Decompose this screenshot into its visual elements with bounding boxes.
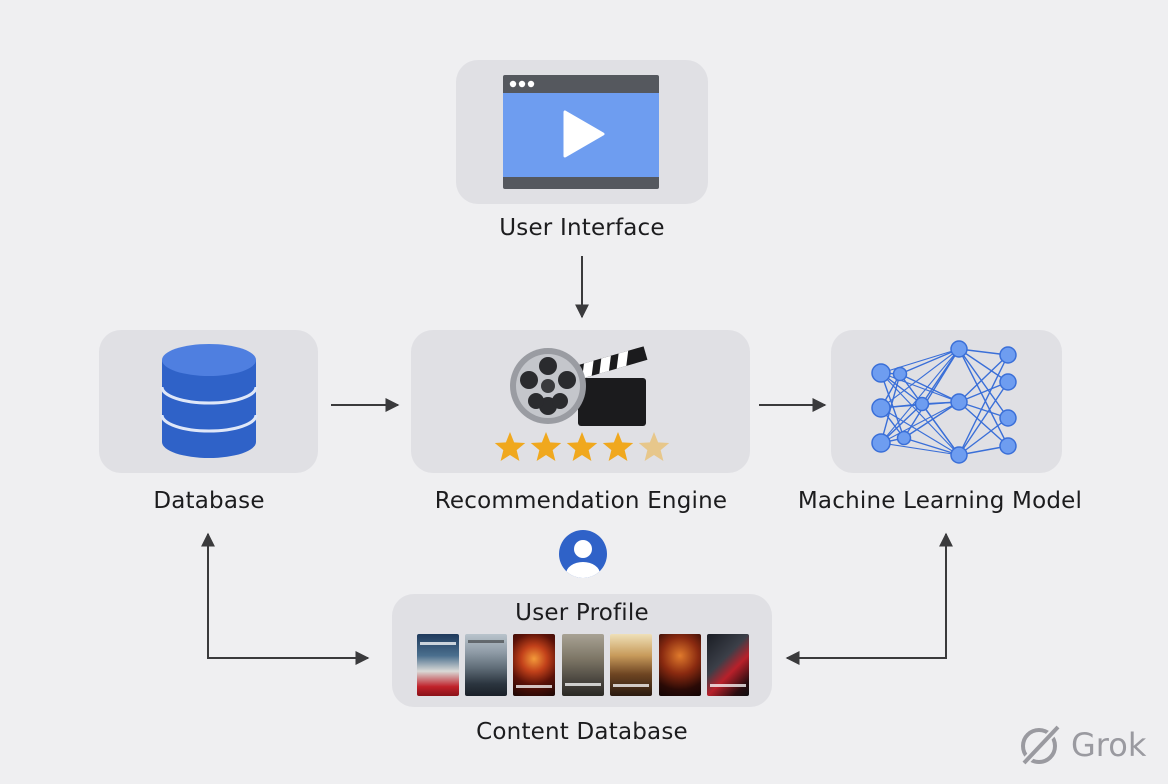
grok-logo-icon: [1020, 723, 1062, 767]
movie-poster-5: [610, 634, 652, 696]
star-icon: [494, 432, 526, 461]
watermark-text: Grok: [1071, 726, 1147, 764]
neural-node: [950, 393, 968, 411]
user-profile-label: User Profile: [515, 600, 649, 626]
star-icon: [566, 432, 598, 461]
neural-node: [999, 437, 1017, 455]
database-label: Database: [153, 488, 265, 514]
movie-poster-6: [659, 634, 701, 696]
film-reel-clapperboard-icon: [510, 346, 648, 426]
star-icon: [530, 432, 562, 461]
movie-poster-2: [465, 634, 507, 696]
neural-node: [914, 396, 930, 412]
neural-node: [871, 398, 891, 418]
movie-poster-7: [707, 634, 749, 696]
neural-network-icon: [871, 340, 1017, 464]
star-rating: [494, 432, 670, 461]
movie-poster-4: [562, 634, 604, 696]
neural-node: [871, 433, 891, 453]
arrow-ml-content-bidirectional: [785, 532, 953, 665]
arrow-database-content-bidirectional: [201, 532, 370, 665]
content-database-label: Content Database: [476, 719, 688, 745]
neural-node: [999, 373, 1017, 391]
recommendation-engine-label: Recommendation Engine: [434, 488, 728, 514]
star-icon: [602, 432, 634, 461]
neural-node: [999, 409, 1017, 427]
user-interface-label: User Interface: [499, 215, 665, 241]
database-icon: [160, 344, 258, 458]
user-avatar-icon: [559, 530, 607, 578]
neural-node: [892, 366, 908, 382]
neural-node: [999, 346, 1017, 364]
movie-poster-1: [417, 634, 459, 696]
video-player-icon: [503, 75, 659, 189]
neural-node: [896, 430, 912, 446]
ml-model-label: Machine Learning Model: [797, 488, 1083, 514]
neural-node: [871, 363, 891, 383]
movie-poster-3: [513, 634, 555, 696]
neural-node: [950, 446, 968, 464]
neural-node: [950, 340, 968, 358]
star-icon: [638, 432, 670, 461]
